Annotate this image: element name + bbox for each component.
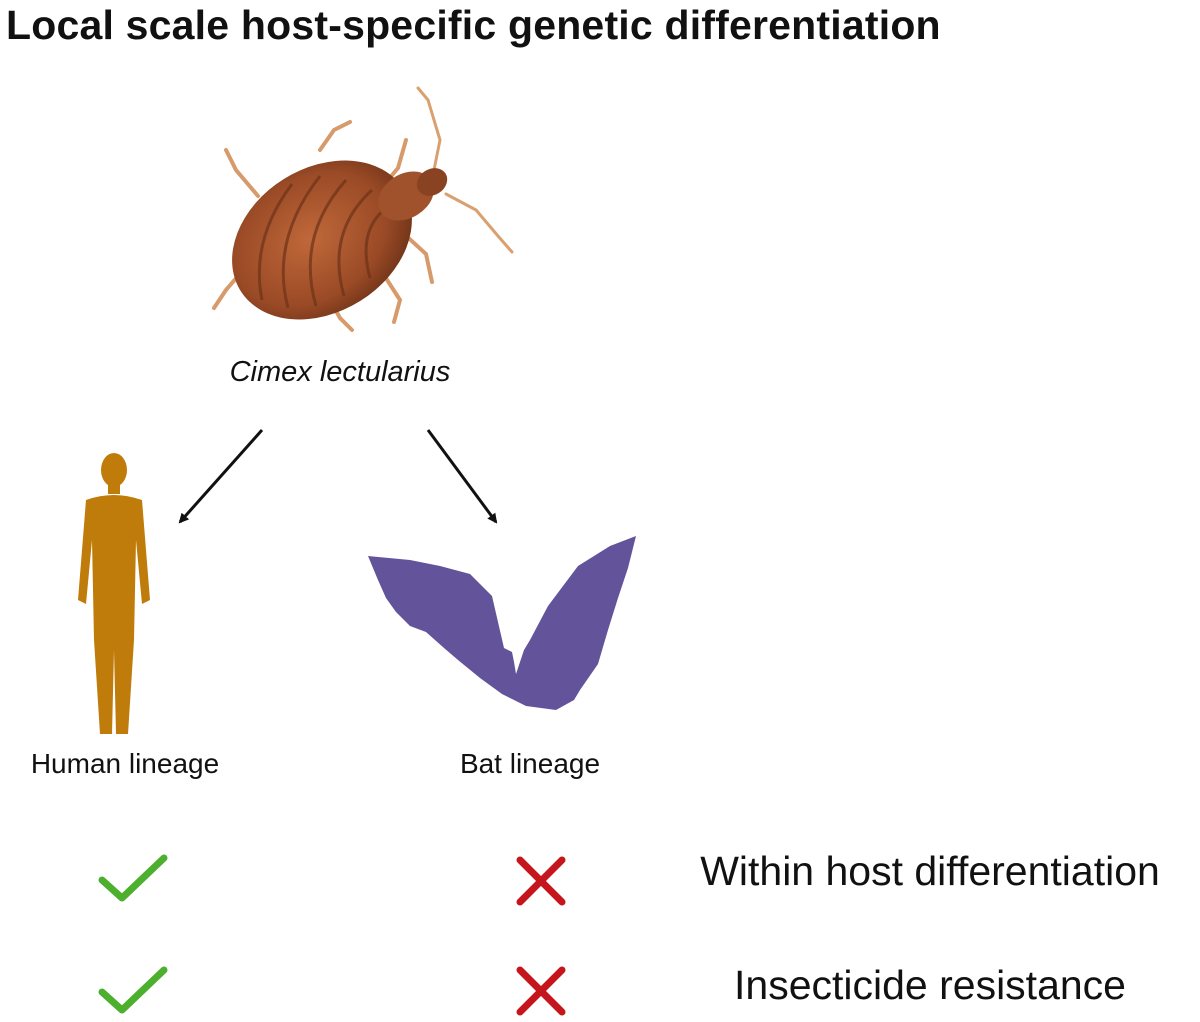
trait-label-within-host-differentiation: Within host differentiation [700, 848, 1160, 894]
human-silhouette-icon [78, 453, 150, 734]
human-trait-1-check-icon [98, 854, 168, 902]
arrow-to-human [178, 429, 264, 524]
trait-label-insecticide-resistance: Insecticide resistance [734, 962, 1126, 1008]
species-label: Cimex lectularius [229, 356, 451, 388]
bat-trait-1-cross-icon [516, 856, 566, 906]
bedbug-icon [212, 86, 514, 332]
bat-lineage-label: Bat lineage [459, 748, 601, 779]
bat-trait-2-cross-icon [516, 966, 566, 1016]
figure-title: Local scale host-specific genetic differ… [6, 2, 941, 48]
arrow-to-bat [426, 429, 498, 524]
human-lineage-label: Human lineage [30, 748, 220, 779]
human-trait-2-check-icon [98, 966, 168, 1014]
bat-silhouette-icon [368, 536, 636, 710]
